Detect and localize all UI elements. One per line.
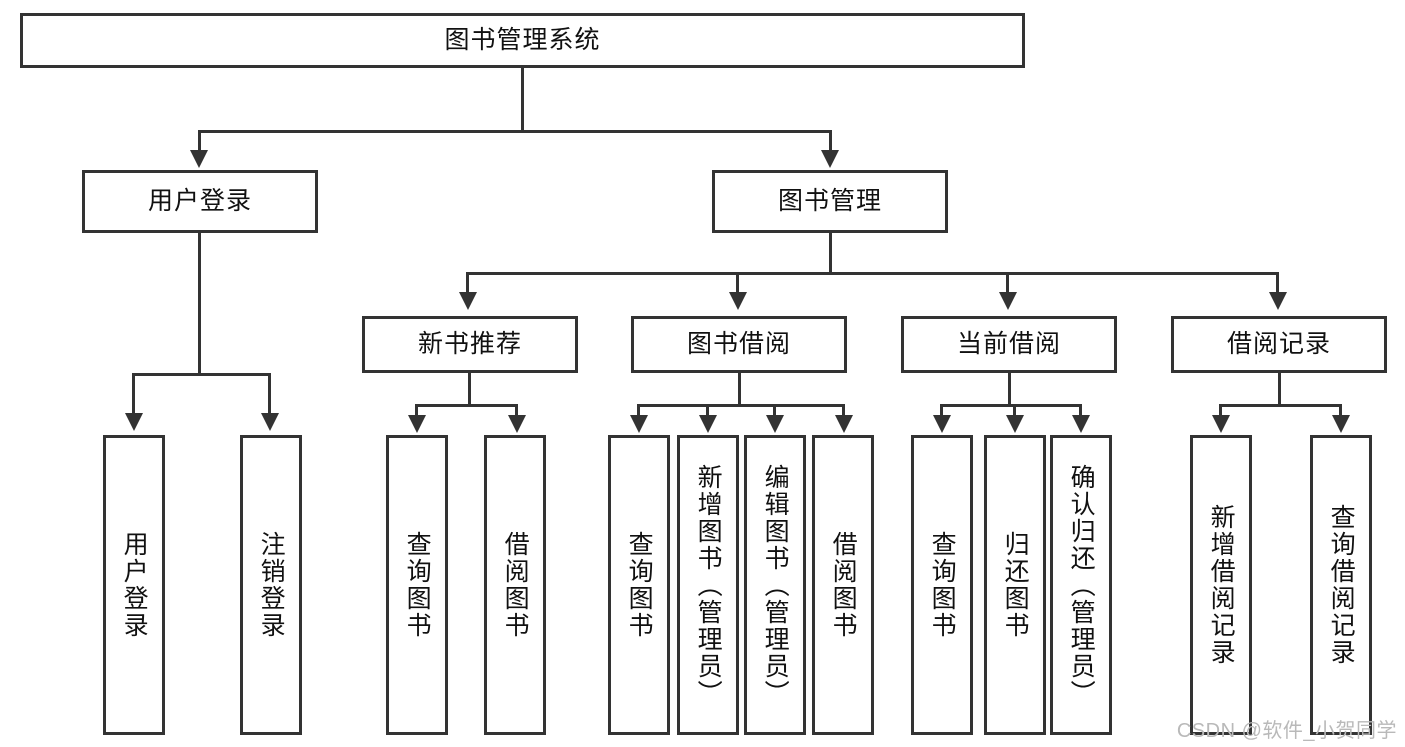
connector-user-login-bar <box>132 373 270 376</box>
leaf-label: 查询图书 <box>928 531 957 639</box>
arrowhead-br-leaf1 <box>1212 415 1230 433</box>
arrowhead-nb-leaf2 <box>508 415 526 433</box>
arrowhead-cb-leaf2 <box>1006 415 1024 433</box>
node-book-management[interactable]: 图书管理 <box>712 170 948 233</box>
arrowhead-leaf-user-login <box>125 413 143 431</box>
arrowhead-leaf-logout <box>261 413 279 431</box>
node-current-borrow[interactable]: 当前借阅 <box>901 316 1117 373</box>
connector-book-mgmt-trunk <box>829 233 832 272</box>
arrowhead-br-leaf2 <box>1332 415 1350 433</box>
arrowhead-cb-leaf1 <box>933 415 951 433</box>
connector-br-leaf1 <box>1219 404 1222 417</box>
leaf-label: 编辑图书（管理员） <box>761 463 790 707</box>
connector-borrow-books-bar <box>637 404 845 407</box>
connector-cb-leaf2 <box>1013 404 1016 417</box>
arrowhead-borrow-records <box>1269 292 1287 310</box>
node-book-management-label: 图书管理 <box>777 186 882 215</box>
leaf-label: 新增借阅记录 <box>1207 504 1236 666</box>
leaf-label: 查询图书 <box>403 531 432 639</box>
leaf-label: 查询图书 <box>625 531 654 639</box>
leaf-label: 注销登录 <box>257 531 286 639</box>
node-current-borrow-label: 当前借阅 <box>956 329 1061 358</box>
connector-root-trunk <box>521 68 524 130</box>
connector-to-borrow-books <box>736 272 739 294</box>
connector-borrow-books-trunk <box>738 373 741 404</box>
connector-bb-leaf2 <box>706 404 709 417</box>
leaf-node[interactable]: 用户登录 <box>103 435 165 735</box>
arrowhead-user-login <box>190 150 208 168</box>
leaf-label: 借阅图书 <box>829 531 858 639</box>
node-root-label: 图书管理系统 <box>444 25 601 54</box>
connector-root-bar <box>198 130 832 133</box>
leaf-node[interactable]: 编辑图书（管理员） <box>744 435 806 735</box>
arrowhead-bb-leaf3 <box>766 415 784 433</box>
leaf-node[interactable]: 归还图书 <box>984 435 1046 735</box>
node-user-login[interactable]: 用户登录 <box>82 170 318 233</box>
connector-bb-leaf4 <box>842 404 845 417</box>
connector-cb-leaf3 <box>1079 404 1082 417</box>
node-book-borrow-label: 图书借阅 <box>686 329 791 358</box>
connector-current-borrow-bar <box>940 404 1082 407</box>
node-book-borrow[interactable]: 图书借阅 <box>631 316 847 373</box>
connector-cb-leaf1 <box>940 404 943 417</box>
connector-bb-leaf3 <box>773 404 776 417</box>
leaf-label: 归还图书 <box>1001 531 1030 639</box>
connector-br-leaf2 <box>1339 404 1342 417</box>
connector-current-borrow-trunk <box>1008 373 1011 404</box>
arrowhead-bb-leaf2 <box>699 415 717 433</box>
arrowhead-new-books <box>459 292 477 310</box>
leaf-label: 用户登录 <box>120 531 149 639</box>
connector-user-login-leaf1 <box>132 373 135 415</box>
connector-bb-leaf1 <box>637 404 640 417</box>
connector-new-books-trunk <box>468 373 471 404</box>
connector-borrow-records-bar <box>1219 404 1341 407</box>
leaf-node[interactable]: 查询借阅记录 <box>1310 435 1372 735</box>
connector-to-borrow-records <box>1276 272 1279 294</box>
arrowhead-bb-leaf4 <box>835 415 853 433</box>
node-borrow-records[interactable]: 借阅记录 <box>1171 316 1387 373</box>
connector-root-to-user-login <box>198 130 201 152</box>
leaf-label: 查询借阅记录 <box>1327 504 1356 666</box>
node-user-login-label: 用户登录 <box>147 186 252 215</box>
leaf-label: 借阅图书 <box>501 531 530 639</box>
arrowhead-bb-leaf1 <box>630 415 648 433</box>
connector-borrow-records-trunk <box>1278 373 1281 404</box>
connector-to-new-books <box>466 272 469 294</box>
connector-new-books-leaf2 <box>515 404 518 417</box>
node-new-book-recommend[interactable]: 新书推荐 <box>362 316 578 373</box>
leaf-label: 新增图书（管理员） <box>694 463 723 707</box>
connector-root-to-book-mgmt <box>829 130 832 152</box>
connector-book-mgmt-bar <box>466 272 1279 275</box>
connector-new-books-leaf1 <box>415 404 418 417</box>
connector-to-current-borrow <box>1006 272 1009 294</box>
arrowhead-nb-leaf1 <box>408 415 426 433</box>
leaf-node[interactable]: 确认归还（管理员） <box>1050 435 1112 735</box>
leaf-node[interactable]: 注销登录 <box>240 435 302 735</box>
leaf-node[interactable]: 借阅图书 <box>484 435 546 735</box>
leaf-node[interactable]: 借阅图书 <box>812 435 874 735</box>
node-borrow-records-label: 借阅记录 <box>1226 329 1331 358</box>
leaf-node[interactable]: 查询图书 <box>911 435 973 735</box>
arrowhead-cb-leaf3 <box>1072 415 1090 433</box>
leaf-label: 确认归还（管理员） <box>1067 463 1096 707</box>
arrowhead-borrow-books <box>729 292 747 310</box>
arrowhead-current-borrow <box>999 292 1017 310</box>
node-new-book-recommend-label: 新书推荐 <box>417 329 522 358</box>
leaf-node[interactable]: 查询图书 <box>386 435 448 735</box>
leaf-node[interactable]: 新增借阅记录 <box>1190 435 1252 735</box>
connector-user-login-leaf2 <box>268 373 271 415</box>
leaf-node[interactable]: 新增图书（管理员） <box>677 435 739 735</box>
leaf-node[interactable]: 查询图书 <box>608 435 670 735</box>
connector-new-books-bar <box>415 404 518 407</box>
connector-user-login-trunk <box>198 233 201 373</box>
arrowhead-book-mgmt <box>821 150 839 168</box>
node-root-library-system[interactable]: 图书管理系统 <box>20 13 1025 68</box>
